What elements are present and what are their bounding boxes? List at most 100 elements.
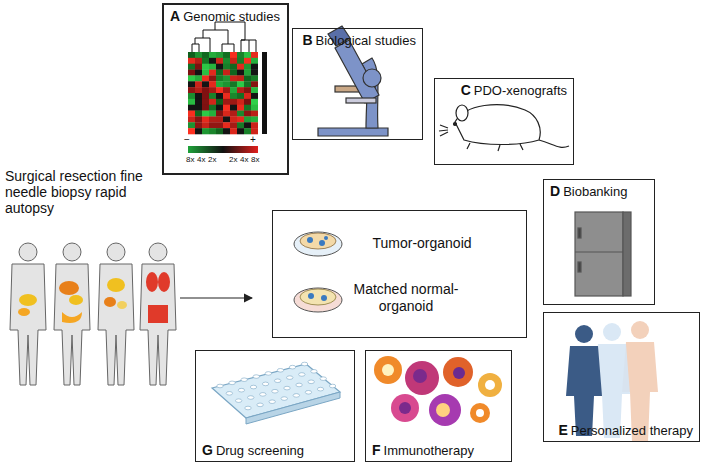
freezer-part <box>575 251 623 252</box>
heatmap-part <box>202 99 209 105</box>
scale-value: 4x <box>197 155 205 164</box>
heatmap-part <box>202 105 209 111</box>
heatmap-part <box>202 87 209 93</box>
well-plate-part-part <box>226 392 232 396</box>
biology-box: BBiological studies <box>292 28 423 140</box>
immune-cells <box>374 356 502 426</box>
human-figures-part-part <box>149 243 167 261</box>
heatmap-part <box>244 81 251 87</box>
freezer-part <box>623 212 631 296</box>
xenograft-box: CPDO-xenografts <box>434 78 574 165</box>
heatmap-part <box>230 111 237 117</box>
panel-letter: C <box>461 82 471 98</box>
heatmap-part <box>216 70 223 76</box>
human-figures <box>10 243 176 385</box>
immune-cells-part <box>405 361 439 395</box>
screening-box: GDrug screening <box>195 350 355 462</box>
heatmap-part <box>202 111 209 117</box>
heatmap-part <box>202 75 209 81</box>
flow-arrow <box>180 297 252 298</box>
immune-cells-part <box>443 357 473 387</box>
well-plate-part-part <box>293 394 299 398</box>
heatmap-part <box>209 64 216 70</box>
patient-silhouettes-part-part <box>575 325 593 343</box>
human-figures-part-part <box>19 294 37 306</box>
well-plate-part-part <box>329 384 335 388</box>
immune-cells-part <box>399 402 411 414</box>
human-figures-part-part <box>104 297 116 307</box>
heatmap-part <box>237 64 244 70</box>
well-plate-part-part <box>274 379 280 383</box>
mouse-part <box>454 123 457 126</box>
heatmap-part <box>209 52 216 58</box>
human-figures-part-part <box>140 264 176 385</box>
heatmap-part <box>244 122 251 128</box>
heatmap-part <box>230 58 237 64</box>
well-plate-part-part <box>289 365 295 369</box>
heatmap-part <box>195 81 202 87</box>
heatmap-part <box>223 81 230 87</box>
heatmap-part <box>188 105 195 111</box>
tumor-organoid-dish <box>294 232 342 256</box>
patient-silhouettes-part-part <box>566 346 602 436</box>
heatmap-part <box>223 99 230 105</box>
heatmap-part <box>209 128 216 134</box>
heatmap-part <box>237 58 244 64</box>
scale-value: 2x <box>208 155 216 164</box>
title-row: AGenomic studies <box>164 5 287 27</box>
heatmap-part <box>188 111 195 117</box>
mouse <box>439 105 569 151</box>
heatmap-part <box>244 70 251 76</box>
heatmap-part <box>237 116 244 122</box>
heatmap-part <box>216 52 223 58</box>
heatmap-part <box>230 105 237 111</box>
normal-organoid-dish-part <box>321 295 327 301</box>
title-row: GDrug screening <box>196 439 354 461</box>
heatmap-part <box>188 116 195 122</box>
organoid-label: Tumor-organoid <box>357 235 487 252</box>
heatmap-part <box>202 58 209 64</box>
title-row: CPDO-xenografts <box>435 79 573 101</box>
heatmap-part <box>223 58 230 64</box>
microscope-part <box>318 128 388 136</box>
well-plate-part-part <box>241 378 247 382</box>
well-plate-part <box>217 362 336 410</box>
freezer <box>575 212 631 296</box>
heatmap-part <box>209 99 216 105</box>
normal-organoid-dish-part <box>294 288 342 312</box>
heatmap-part <box>244 52 251 58</box>
human-figures-part-part <box>98 264 134 385</box>
heatmap-part <box>251 128 258 134</box>
human-figures-part-part <box>69 295 83 305</box>
immune-cells-part <box>485 380 495 390</box>
human-figures-part <box>140 243 176 385</box>
heatmap-part <box>209 58 216 64</box>
panel-title: PDO-xenografts <box>474 83 567 98</box>
heatmap-part <box>195 122 202 128</box>
patient-silhouettes-part-part <box>631 321 649 339</box>
heatmap-part <box>188 99 195 105</box>
scale-sign: − <box>184 134 190 146</box>
heatmap-part <box>251 87 258 93</box>
scale-value: 8x <box>251 155 259 164</box>
human-figures-part <box>54 243 90 385</box>
patient-silhouettes-part-part <box>603 323 621 341</box>
heatmap-part <box>216 87 223 93</box>
heatmap-part <box>223 70 230 76</box>
scale-bar <box>188 146 258 153</box>
panel-title: Immunotherapy <box>384 443 474 458</box>
well-plate-part <box>246 392 340 424</box>
tumor-organoid-dish-part <box>319 240 325 246</box>
human-figures-part-part <box>117 301 127 309</box>
heatmap-part <box>216 128 223 134</box>
heatmap-part <box>223 93 230 99</box>
scale-sign: + <box>250 134 256 146</box>
scale-value: 8x <box>186 155 194 164</box>
mouse-part <box>456 105 468 121</box>
well-plate-part-part <box>253 375 259 379</box>
biobank-box: DBiobanking <box>543 179 655 305</box>
microscope-part <box>346 98 376 103</box>
heatmap-part <box>230 128 237 134</box>
heatmap-part <box>195 64 202 70</box>
immunotherapy-box: FImmunotherapy <box>365 350 512 462</box>
